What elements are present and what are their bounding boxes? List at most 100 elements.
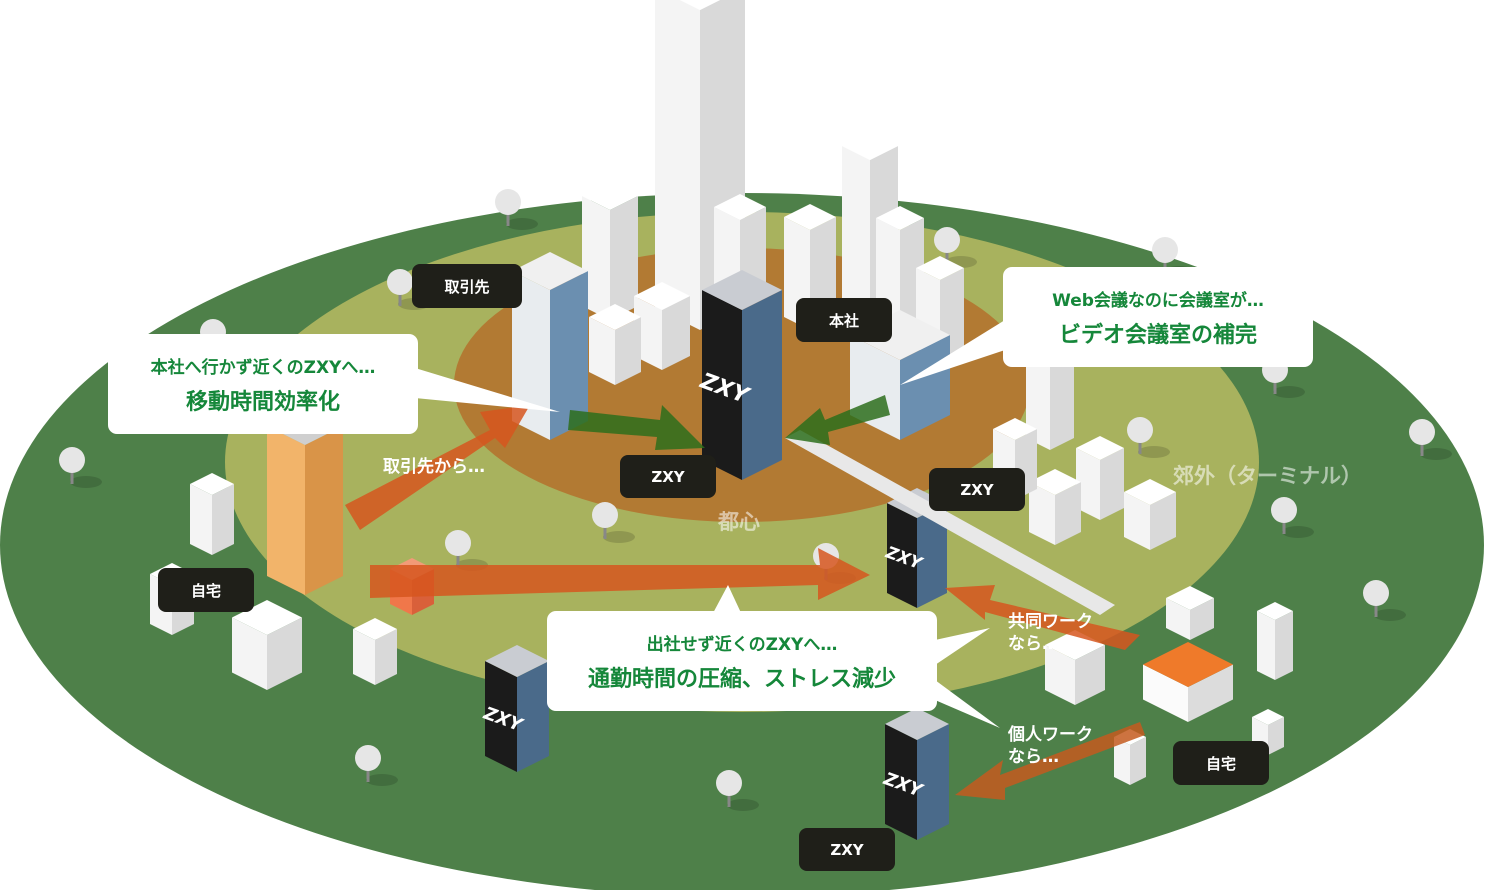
- suburb-d-right: [1055, 482, 1081, 545]
- tree-crown: [495, 189, 521, 215]
- tree-trunk: [603, 523, 607, 539]
- label-cowork: 共同ワーク なら…: [1008, 611, 1093, 655]
- tree-trunk: [366, 766, 370, 782]
- tree-crown: [592, 502, 618, 528]
- zxy-south-left: [885, 724, 917, 840]
- callout-travel-line2: 移動時間効率化: [185, 389, 340, 415]
- tree-trunk: [398, 290, 402, 306]
- house-c-roof: [1257, 602, 1293, 620]
- zxy-west-left: [485, 661, 517, 772]
- orange-roof-house: [1143, 642, 1233, 722]
- building-i-right: [615, 317, 641, 385]
- tree-crown: [1363, 580, 1389, 606]
- arrow-hq-to-zxy: [785, 395, 890, 445]
- tower-g-roof: [916, 256, 964, 280]
- tree-crown: [1271, 497, 1297, 523]
- tag-zxy-east: ZXY: [929, 468, 1025, 511]
- zxy-east-right: [917, 503, 947, 608]
- arrow-home-to-zxy: [370, 548, 870, 600]
- west-a-left: [190, 484, 212, 555]
- house-d-left: [1114, 737, 1130, 785]
- tree-trunk: [1138, 438, 1142, 454]
- client-building-right: [550, 271, 588, 440]
- tree-icon: [592, 502, 635, 543]
- house-b: [1166, 586, 1214, 640]
- tree-shadow: [1282, 526, 1314, 538]
- callout-tail-commute-right: [935, 628, 990, 665]
- tree-icon: [1127, 417, 1170, 458]
- building-h: [634, 282, 690, 370]
- hq-building-right: [900, 335, 950, 440]
- tree-shadow: [1420, 448, 1452, 460]
- tree-trunk: [456, 551, 460, 567]
- orange-roof-house-roof: [1143, 642, 1233, 687]
- house-d-right: [1130, 737, 1146, 785]
- zxy-hq-tower: ZXY: [696, 270, 782, 480]
- label-solo-line1: 個人ワーク: [1008, 725, 1093, 745]
- house-e-roof: [1252, 709, 1284, 725]
- house-b-right: [1190, 598, 1214, 640]
- tag-home-east: 自宅: [1173, 741, 1269, 785]
- callout-video-line2: ビデオ会議室の補完: [1058, 322, 1257, 348]
- apartment-right: [305, 426, 343, 595]
- client-building-roof: [512, 252, 588, 290]
- tower-c-right: [610, 196, 638, 320]
- tag-zxy-center: ZXY: [620, 455, 716, 498]
- tree-trunk: [1163, 258, 1167, 274]
- tall-tower-roof: [680, 0, 720, 10]
- building-h-roof: [634, 282, 690, 310]
- suburb-b-roof: [1076, 436, 1124, 460]
- suburb-c-right: [1150, 492, 1176, 550]
- tree-crown: [1152, 237, 1178, 263]
- suburb-d-left: [1029, 482, 1055, 545]
- orange-roof-house-left: [1143, 664, 1188, 722]
- tree-trunk: [945, 248, 949, 264]
- suburb-d-roof: [1029, 469, 1081, 495]
- west-d: [353, 618, 397, 685]
- tree-crown: [716, 770, 742, 796]
- suburb-b-left: [1076, 448, 1100, 520]
- tree-shadow: [1273, 386, 1305, 398]
- suburb-e-roof: [993, 418, 1037, 440]
- label-solo: 個人ワーク なら…: [1008, 724, 1093, 768]
- tower-b-roof: [842, 132, 898, 160]
- orange-roof-house-right: [1188, 664, 1233, 722]
- tag-zxy-south: ZXY: [799, 828, 895, 871]
- west-d-right: [375, 629, 397, 685]
- tree-icon: [495, 189, 538, 230]
- tree-trunk: [506, 210, 510, 226]
- tree-trunk: [727, 791, 731, 807]
- tower-c: [582, 182, 638, 320]
- zxy-east-left: [887, 503, 917, 608]
- house-a-right: [1075, 645, 1105, 705]
- house-a-left: [1045, 645, 1075, 705]
- client-building-left: [512, 271, 550, 440]
- tree-shadow: [727, 799, 759, 811]
- west-c: [232, 600, 302, 690]
- tower-f-roof: [876, 206, 924, 230]
- tree-shadow: [506, 218, 538, 230]
- arrow-client-to-client: [345, 405, 530, 530]
- house-e-right: [1268, 717, 1284, 755]
- tree-shadow: [603, 531, 635, 543]
- west-d-roof: [353, 618, 397, 640]
- house-c-left: [1257, 611, 1275, 680]
- arrow-client-to-zxy: [568, 405, 705, 450]
- tree-crown: [445, 530, 471, 556]
- tree-crown: [934, 227, 960, 253]
- callout-tail-travel: [415, 368, 560, 412]
- apartment-left: [267, 426, 305, 595]
- zxy-west-roof: [485, 645, 549, 677]
- tree-icon: [355, 745, 398, 786]
- house-b-left: [1166, 598, 1190, 640]
- tag-home-west: 自宅: [158, 568, 254, 612]
- callout-travel: 本社へ行かず近くのZXYへ… 移動時間効率化: [108, 334, 418, 434]
- arrow-cowork: [945, 585, 1140, 650]
- tree-trunk: [1374, 601, 1378, 617]
- tree-trunk: [70, 468, 74, 484]
- tree-icon: [1409, 419, 1452, 460]
- suburb-c: [1124, 479, 1176, 550]
- label-solo-line2: なら…: [1008, 747, 1059, 767]
- building-i-left: [589, 317, 615, 385]
- tree-crown: [1409, 419, 1435, 445]
